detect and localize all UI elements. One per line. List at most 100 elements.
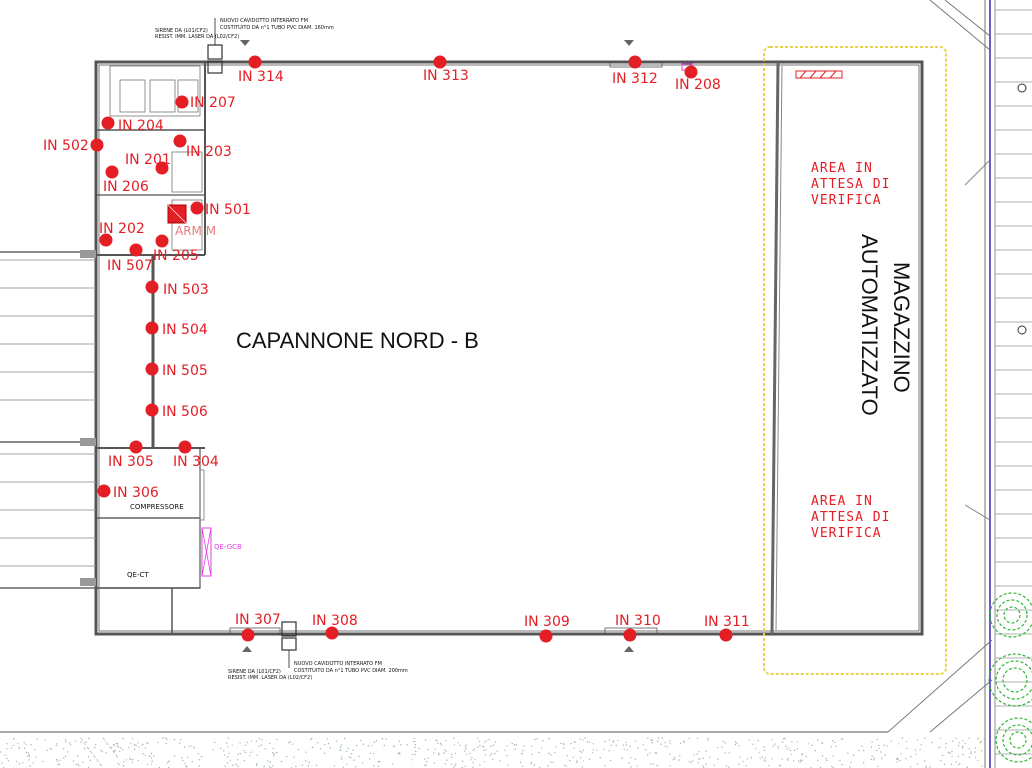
terrain-dot — [433, 752, 435, 754]
sensor-label: IN 307 — [235, 612, 281, 628]
terrain-dot — [673, 756, 675, 759]
terrain-dot — [853, 754, 855, 756]
terrain-dot — [367, 745, 369, 747]
terrain-dot — [817, 739, 819, 741]
terrain-dot — [183, 746, 186, 748]
terrain-dot — [436, 739, 438, 742]
terrain-dot — [426, 761, 428, 763]
terrain-dot — [870, 758, 872, 761]
terrain-dot — [132, 759, 134, 761]
terrain-dot — [832, 755, 834, 757]
terrain-dot — [552, 761, 554, 764]
terrain-dot — [850, 761, 852, 763]
terrain-dot — [669, 765, 671, 767]
terrain-dot — [698, 758, 700, 760]
terrain-dot — [28, 755, 30, 757]
terrain-dot — [629, 745, 631, 747]
terrain-dot — [805, 755, 807, 758]
terrain-dot — [455, 763, 457, 765]
sensor-label: IN 312 — [612, 71, 658, 87]
terrain-dot — [250, 740, 253, 742]
terrain-dot — [690, 761, 692, 764]
terrain-dot — [138, 746, 140, 748]
terrain-dot — [724, 742, 727, 744]
terrain-dot — [6, 757, 8, 760]
terrain-dot — [226, 762, 229, 764]
terrain-dot — [13, 738, 15, 740]
sensor-label: IN 502 — [43, 138, 89, 154]
terrain-dot — [144, 747, 147, 749]
terrain-dot — [483, 761, 486, 763]
sensor-label: IN 305 — [108, 454, 154, 470]
terrain-dot — [538, 751, 540, 754]
terrain-dot — [131, 761, 133, 764]
sensor-marker — [628, 55, 642, 69]
terrain-dot — [438, 753, 440, 756]
sensor-label: IN 505 — [162, 363, 208, 379]
terrain-dot — [943, 763, 946, 766]
terrain-dot — [6, 748, 8, 750]
terrain-dot — [777, 745, 779, 748]
terrain-dot — [273, 753, 275, 755]
sensor-marker — [173, 134, 187, 148]
terrain-dot — [465, 748, 467, 750]
terrain-dot — [133, 744, 136, 746]
terrain-dot — [506, 745, 508, 747]
terrain-dot — [272, 747, 275, 750]
sensor-marker — [145, 321, 159, 335]
terrain-dot — [185, 765, 187, 767]
terrain-dot — [258, 745, 260, 747]
terrain-dot — [212, 749, 214, 751]
area-bottom-line-1: AREA IN — [811, 494, 873, 509]
terrain-dot — [26, 755, 29, 757]
terrain-dot — [423, 758, 426, 760]
terrain-dot — [717, 758, 719, 760]
terrain-dot — [678, 759, 680, 761]
terrain-dot — [288, 742, 290, 744]
terrain-dot — [117, 762, 119, 765]
terrain-dot — [570, 743, 572, 745]
terrain-dot — [586, 741, 588, 743]
terrain-dot — [109, 746, 111, 748]
terrain-dot — [763, 749, 766, 751]
terrain-dot — [485, 749, 487, 751]
terrain-dot — [588, 758, 591, 760]
terrain-dot — [661, 737, 664, 739]
terrain-dot — [137, 742, 139, 744]
terrain-dot — [232, 764, 234, 766]
terrain-dot — [839, 759, 841, 762]
terrain-dot — [924, 737, 926, 739]
terrain-dot — [573, 747, 575, 749]
bottom-note-line-3: COSTITUITO DA n°1 TUBO PVC DIAM. 200mm — [294, 668, 408, 674]
sensor-label: IN 202 — [99, 221, 145, 237]
terrain-dot — [962, 739, 964, 742]
terrain-dot — [944, 747, 947, 749]
terrain-dot — [17, 742, 19, 745]
sensor-marker — [539, 629, 553, 643]
terrain-dot — [709, 756, 711, 758]
terrain-dot — [32, 762, 35, 764]
terrain-dot — [107, 743, 109, 745]
terrain-dot — [229, 759, 232, 761]
terrain-dot — [745, 765, 747, 767]
terrain-dot — [579, 738, 581, 740]
terrain-dot — [457, 742, 459, 744]
terrain-dot — [796, 748, 799, 750]
terrain-dot — [64, 755, 67, 757]
terrain-dot — [470, 759, 472, 761]
sensor-label: IN 501 — [205, 202, 251, 218]
terrain-dot — [645, 749, 647, 751]
terrain-dot — [664, 745, 666, 748]
terrain-dot — [647, 737, 649, 739]
terrain-dot — [345, 750, 348, 752]
terrain-dot — [378, 761, 381, 763]
terrain-dot — [327, 743, 330, 745]
terrain-dot — [591, 752, 594, 754]
compressor-label: COMPRESSORE — [130, 503, 184, 511]
terrain-dot — [698, 750, 700, 753]
terrain-dot — [924, 760, 926, 762]
terrain-dot — [550, 754, 552, 756]
terrain-dot — [871, 755, 873, 757]
terrain-dot — [522, 749, 524, 752]
terrain-dot — [94, 756, 96, 758]
